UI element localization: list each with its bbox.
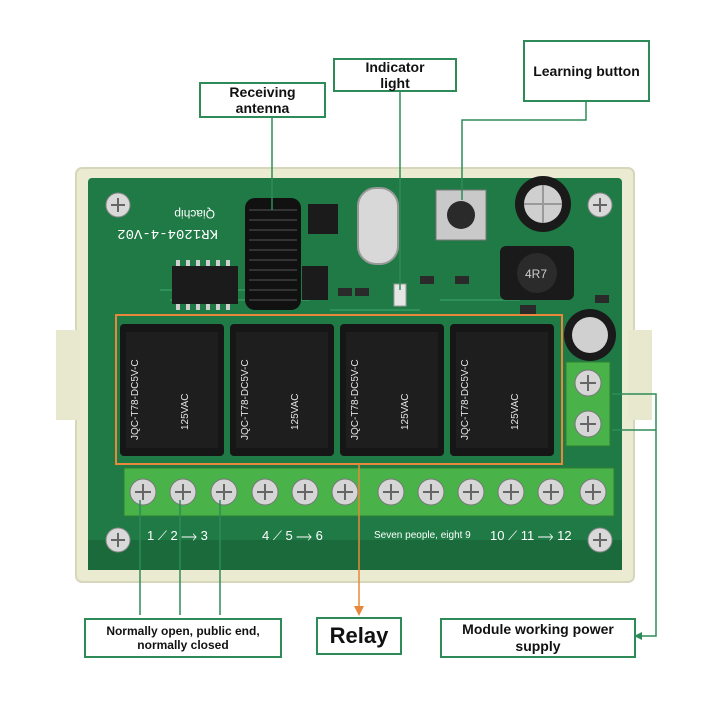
leader-power <box>612 393 657 637</box>
antenna-coil <box>245 198 301 310</box>
terminal-label-7-9: Seven people, eight 9 <box>374 530 471 541</box>
leader-terminals <box>139 500 221 615</box>
callout-normally-open-line1: Normally open, public end, <box>106 624 260 638</box>
callout-receiving-antenna-text: Receiving antenna <box>229 84 296 116</box>
relay-1-text-a: JQC-T78-DC5V-C <box>130 359 141 440</box>
relay-2-text-b: 125VAC <box>290 393 301 430</box>
terminal-screws <box>129 478 607 506</box>
callout-learning-button: Learning button <box>523 40 650 102</box>
capacitor-right <box>564 309 616 361</box>
u1-pins <box>176 260 230 310</box>
learning-button-part <box>435 189 487 241</box>
mount-screws <box>105 192 613 553</box>
callout-module-power: Module working power supply <box>440 618 636 658</box>
u2-chip <box>308 204 338 234</box>
relay-3-text-a: JQC-T78-DC5V-C <box>350 359 361 440</box>
relay-3 <box>340 324 444 456</box>
inductor: 4R7 <box>500 246 574 300</box>
relay-4 <box>450 324 554 456</box>
terminal-label-4-6: 4 ⟋ 5 ⟶ 6 <box>262 528 323 543</box>
callout-module-power-line1: Module working power <box>462 621 614 637</box>
callout-indicator-light: Indicator light <box>333 58 457 92</box>
relay-1 <box>120 324 224 456</box>
relay-4-text-a: JQC-T78-DC5V-C <box>460 359 471 440</box>
pcb-edge-shade <box>88 540 622 570</box>
callout-learning-button-text: Learning button <box>533 63 640 79</box>
callout-relay-text: Relay <box>329 623 389 648</box>
relay-4-text-b: 125VAC <box>510 393 521 430</box>
relay-1-text-b: 125VAC <box>180 393 191 430</box>
callout-indicator-line1: Indicator <box>365 59 425 75</box>
relay-highlight-box <box>115 314 563 465</box>
leader-power-arrow <box>634 632 642 640</box>
callout-indicator-line2: light <box>380 75 410 91</box>
power-terminal <box>565 361 611 447</box>
callout-receiving-antenna: Receiving antenna <box>199 82 326 118</box>
terminal-label-10-12: 10 ⟋ 11 ⟶ 12 <box>490 528 572 543</box>
housing-tab-right <box>628 330 652 420</box>
callout-relay: Relay <box>316 617 402 655</box>
capacitor-top <box>515 176 571 232</box>
leader-lines <box>139 92 657 637</box>
smd-chip-2 <box>302 266 328 300</box>
pcb-brand-text: Qiachip <box>174 207 215 221</box>
crystal <box>357 187 399 265</box>
callout-normally-open-line2: normally closed <box>137 638 229 652</box>
pcb-model-text: KR1204-4-V02 <box>117 225 218 241</box>
inductor-marking: 4R7 <box>525 267 547 281</box>
relay-2 <box>230 324 334 456</box>
smd-parts <box>338 276 609 315</box>
relay-2-text-a: JQC-T78-DC5V-C <box>240 359 251 440</box>
terminal-block <box>123 467 615 517</box>
housing-tab-left <box>56 330 80 420</box>
relay-3-text-b: 125VAC <box>400 393 411 430</box>
leader-relay-arrow <box>354 606 364 616</box>
leader-learning <box>461 102 587 200</box>
callout-module-power-line2: supply <box>515 638 561 654</box>
relay-markings: JQC-T78-DC5V-C 125VAC JQC-T78-DC5V-C 125… <box>130 359 521 440</box>
u1-chip <box>172 266 238 304</box>
callout-normally-open: Normally open, public end, normally clos… <box>84 618 282 658</box>
terminal-label-1-3: 1 ⟋ 2 ⟶ 3 <box>147 528 208 543</box>
